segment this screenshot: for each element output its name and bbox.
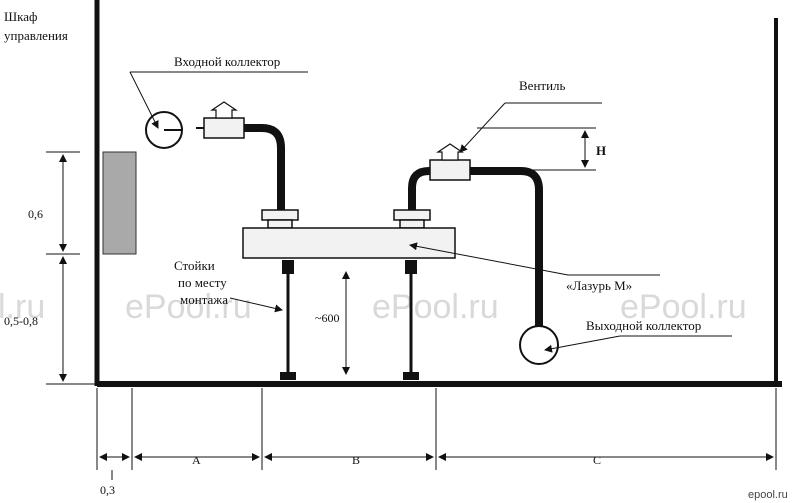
cabinet-label-line2: управления: [4, 28, 68, 43]
outlet-collector-icon: [519, 325, 559, 365]
outlet-pipe: [408, 167, 543, 333]
watermark-1: l.ru: [0, 288, 45, 326]
inlet-pipe: [243, 124, 285, 212]
support-left-top: [282, 260, 294, 274]
outlet-collector-label: Выходной коллектор: [586, 318, 701, 333]
span-c-label: С: [593, 453, 601, 467]
inlet-collector-label: Входной коллектор: [174, 54, 280, 69]
valve-icon: [429, 159, 471, 181]
outlet-collector-leader: [544, 335, 621, 353]
cabinet-label-line1: Шкаф: [4, 9, 37, 24]
supports-label-line3: монтажа: [180, 292, 228, 307]
site-logo: epool.ru: [748, 489, 788, 501]
control-cabinet: [102, 151, 137, 255]
support-height-value: ~600: [315, 311, 340, 325]
inlet-collector-leader: [129, 71, 159, 129]
cabinet-elevation-value: 0,5-0,8: [4, 314, 38, 328]
unit-label: «Лазурь М»: [566, 278, 632, 293]
inlet-valve-icon: [203, 117, 245, 139]
span-b-label: В: [352, 453, 360, 467]
support-right-top: [405, 260, 417, 274]
supports-label-line1: Стойки: [174, 258, 215, 273]
supports-label-line2: по месту: [178, 275, 227, 290]
unit-leader: [409, 242, 569, 276]
wall-gap-value: 0,3: [100, 483, 115, 497]
supports-leader: [229, 297, 283, 313]
watermark-4: ePool.ru: [620, 288, 747, 326]
span-a-label: А: [192, 453, 201, 467]
watermark-3: ePool.ru: [372, 288, 499, 326]
height-mark-label: Н: [596, 143, 606, 158]
watermark-2: ePool.ru: [125, 288, 252, 326]
cabinet-height-value: 0,6: [28, 207, 43, 221]
lazur-m-unit: [242, 227, 456, 259]
valve-label: Вентиль: [519, 78, 566, 93]
